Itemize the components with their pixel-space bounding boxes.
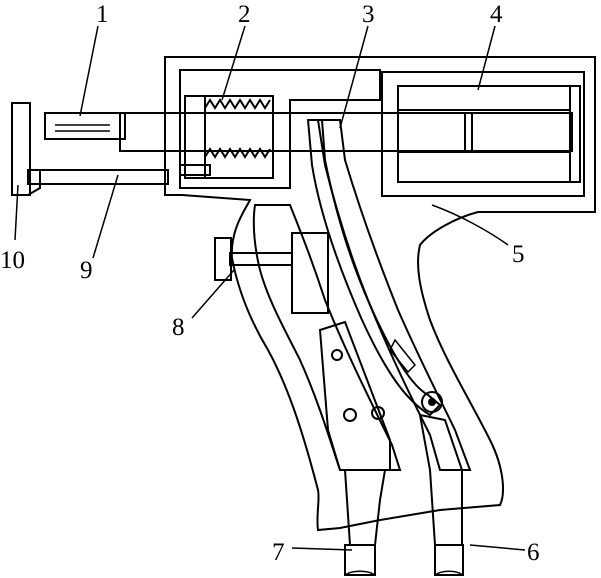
trigger	[214, 232, 329, 314]
callout-9: 9	[80, 257, 93, 284]
callout-labels: 1 2 3 4 5 6 7 8 9 10	[0, 1, 540, 566]
control-cable	[343, 469, 387, 576]
gun-housing	[164, 56, 596, 532]
adjust-knob	[11, 102, 41, 196]
callout-6: 6	[527, 539, 540, 566]
callout-5: 5	[512, 241, 525, 268]
solenoid-coil	[381, 71, 585, 197]
callout-4: 4	[490, 1, 503, 28]
callout-2: 2	[238, 1, 251, 28]
return-spring	[179, 95, 274, 179]
main-shaft	[44, 112, 573, 152]
welding-cable	[418, 413, 464, 576]
leader-lines	[14, 25, 526, 551]
callout-7: 7	[272, 539, 285, 566]
callout-1: 1	[96, 1, 109, 28]
internal-conductor	[306, 119, 443, 417]
adjust-rod	[27, 169, 169, 185]
callout-8: 8	[172, 314, 185, 341]
callout-10: 10	[0, 247, 25, 274]
switch-lever	[318, 320, 391, 471]
callout-3: 3	[362, 1, 375, 28]
